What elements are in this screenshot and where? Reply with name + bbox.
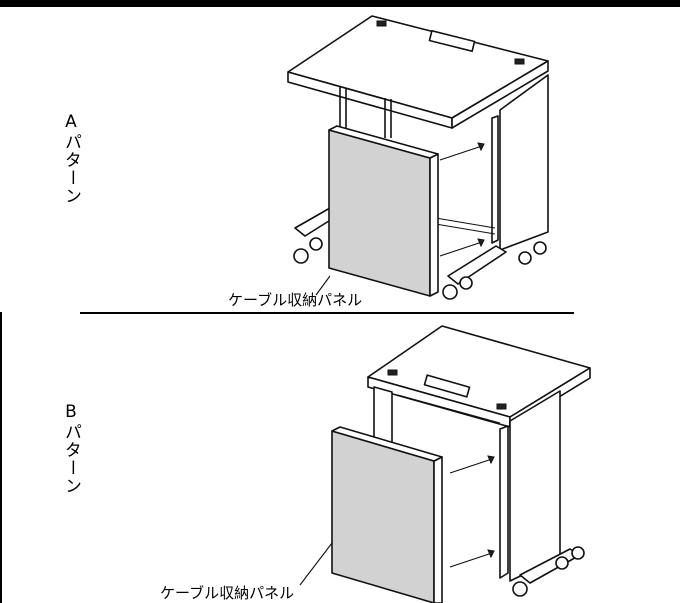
left-edge-line: [0, 312, 2, 603]
callout-line: [299, 542, 333, 586]
pattern-a-desk-illustration: [287, 15, 549, 300]
caster-wheel: [442, 284, 458, 300]
section-divider: [80, 312, 574, 314]
callout-line: [315, 275, 331, 296]
grommet-icon: [376, 20, 387, 27]
grommet-icon: [514, 58, 525, 65]
cable-port-icon: [423, 374, 471, 398]
caster-wheel: [293, 248, 309, 264]
grommet-icon: [387, 369, 398, 376]
pattern-b-caption: ケーブル収納パネル: [160, 584, 295, 602]
pattern-b-label: Bパターン: [61, 402, 81, 495]
cable-port-icon: [428, 30, 476, 52]
cable-storage-panel: [328, 129, 431, 297]
caster-wheel: [512, 581, 528, 597]
grommet-icon: [496, 403, 507, 410]
pattern-a-caption: ケーブル収納パネル: [228, 291, 363, 309]
pattern-a-label: Aパターン: [61, 112, 81, 205]
pattern-b-desk-illustration: [299, 325, 591, 603]
top-border: [0, 0, 680, 7]
